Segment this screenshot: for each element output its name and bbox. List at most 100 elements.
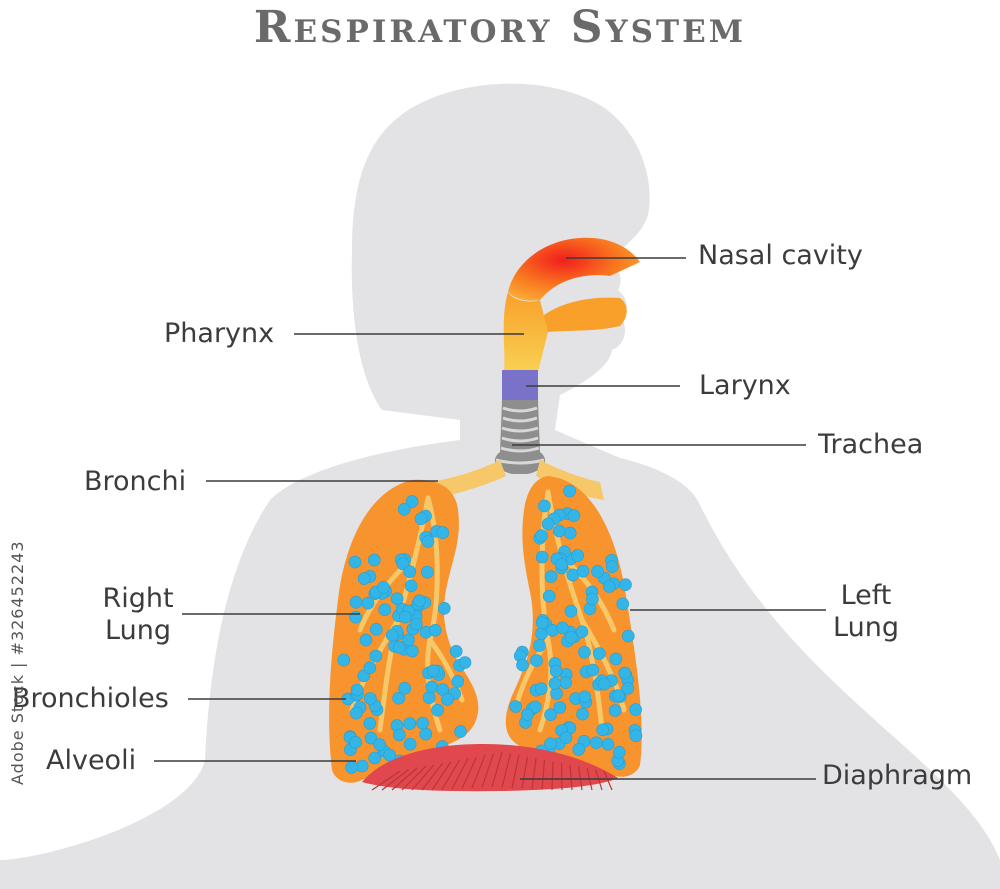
label-trachea: Trachea [818, 429, 924, 460]
diaphragm-striation [541, 759, 546, 790]
diaphragm-striation [381, 769, 409, 791]
diaphragm-striation [461, 756, 478, 789]
label-diaphragm: Diaphragm [822, 760, 973, 791]
alveolus-dot [412, 594, 426, 608]
alveolus-dot [548, 677, 562, 690]
alveolus-dot [403, 565, 417, 579]
label-pharynx: Pharynx [164, 318, 275, 349]
alveolus-dot [601, 737, 615, 751]
alveolus-dot [516, 658, 529, 672]
alveolus-dot [535, 529, 548, 543]
alveolus-dot [397, 502, 411, 516]
alveolus-dot [402, 633, 415, 647]
trachea-shape [494, 400, 546, 474]
alveolus-dot [421, 535, 435, 548]
alveolus-dot [616, 597, 630, 611]
alveolus-dot [348, 555, 362, 569]
alveolus-dot [431, 703, 444, 717]
diaphragm-striation [491, 751, 503, 788]
alveolus-dot [350, 683, 364, 697]
alveolus-dot [589, 736, 603, 750]
alveolus-dot [363, 661, 377, 675]
alveolus-dot [564, 630, 578, 644]
alveolus-dot [422, 691, 436, 705]
alveolus-dot [556, 621, 569, 635]
alveolus-dot [586, 592, 599, 606]
alveolus-dot [535, 616, 549, 630]
alveolus-dot [392, 640, 406, 654]
label-larynx: Larynx [699, 370, 791, 401]
alveolus-dot [541, 517, 555, 531]
alveolus-dot [530, 654, 543, 667]
diaphragm-striation [391, 767, 418, 791]
diaphragm-striation [471, 754, 486, 789]
alveolus-dot [621, 681, 635, 695]
diaphragm-striation [577, 766, 583, 791]
diaphragm-striation [441, 759, 461, 790]
alveolus-dot [368, 751, 382, 765]
body-silhouette [0, 83, 1000, 889]
label-right-lung: Right Lung [98, 583, 178, 647]
alveolus-dot [349, 610, 363, 624]
label-left-lung: Left Lung [828, 580, 904, 644]
alveolus-dot [571, 549, 584, 562]
alveolus-dot [373, 738, 387, 751]
alveolus-dot [544, 570, 558, 583]
alveolus-dot [428, 623, 442, 637]
alveolus-dot [592, 647, 606, 660]
diaphragm-striation [531, 758, 537, 790]
alveolus-dot [553, 701, 567, 714]
alveolus-dot [618, 666, 632, 680]
alveolus-dot [533, 639, 546, 652]
alveolus-dot [449, 644, 463, 658]
nasal-cavity-shape [508, 237, 640, 332]
diaphragm-striation [594, 769, 603, 791]
alveolus-dot [534, 682, 548, 696]
alveolus-dot [608, 704, 622, 717]
diaphragm-striation [603, 770, 613, 791]
alveolus-dot [564, 604, 578, 618]
alveolus-dot [414, 512, 428, 526]
alveolus-dot [345, 761, 358, 774]
alveolus-dot [544, 737, 557, 751]
alveolus-dot [410, 617, 423, 631]
alveolus-dot [454, 725, 467, 738]
diaphragm-striation [511, 755, 520, 789]
alveolus-dot [612, 745, 626, 759]
alveolus-dot [363, 717, 377, 730]
alveolus-dot [596, 723, 610, 737]
alveolus-dot [509, 700, 522, 713]
alveolus-dot [458, 656, 472, 669]
alveolus-dot [559, 731, 573, 745]
diaphragm-striation [501, 753, 512, 788]
alveolus-dot [597, 677, 611, 691]
alveolus-dot [578, 645, 591, 659]
pharynx-shape [503, 292, 548, 372]
alveolus-dot [521, 708, 534, 721]
alveolus-dot [605, 560, 619, 574]
diagram-title: Respiratory System [253, 2, 747, 53]
diaphragm-striation [551, 761, 554, 791]
alveolus-dot [403, 717, 417, 730]
alveolus-dot [576, 707, 589, 721]
alveolus-dot [436, 526, 450, 539]
alveolus-dot [575, 625, 589, 639]
alveolus-dot [629, 703, 642, 716]
alveolus-dot [403, 737, 417, 751]
diaphragm-striation [569, 764, 573, 791]
alveolus-dot [629, 729, 643, 743]
label-left-lung-line2: Lung [833, 612, 899, 643]
alveolus-dot [555, 558, 569, 571]
alveolus-dot [563, 526, 577, 540]
alveolus-dot [602, 580, 616, 593]
alveolus-dot [441, 693, 454, 706]
label-right-lung-line1: Right [102, 583, 174, 614]
alveolus-dot [576, 564, 590, 578]
alveolus-dot [390, 592, 404, 606]
alveolus-dot [572, 743, 586, 756]
alveolus-dot [612, 689, 625, 702]
alveolus-dot [419, 727, 433, 741]
alveolus-dot [367, 553, 381, 567]
alveolus-dot [357, 572, 371, 585]
